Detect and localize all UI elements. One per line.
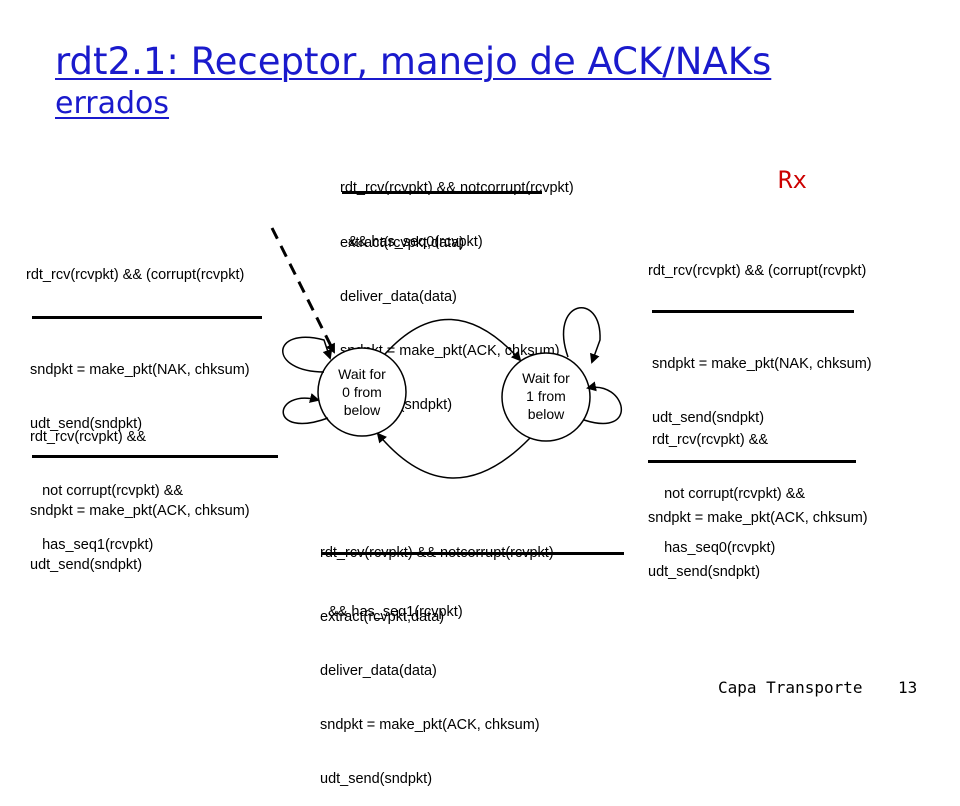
rx-label: Rx — [778, 166, 807, 194]
left-corrupt-action: sndpkt = make_pkt(NAK, chksum) udt_send(… — [30, 325, 250, 451]
right-seq0-event-line3: has_seq0(rcvpkt) — [652, 540, 776, 556]
footer-section: Capa Transporte — [718, 678, 863, 697]
left-corrupt-event: rdt_rcv(rcvpkt) && (corrupt(rcvpkt) — [26, 267, 245, 283]
right-seq0-action-line1: sndpkt = make_pkt(ACK, chksum) — [648, 510, 868, 526]
left-corrupt-divider — [32, 316, 262, 319]
right-seq0-event: rdt_rcv(rcvpkt) && not corrupt(rcvpkt) &… — [652, 395, 805, 575]
left-seq1-event: rdt_rcv(rcvpkt) && not corrupt(rcvpkt) &… — [30, 392, 183, 572]
initial-state-arrow — [270, 227, 336, 354]
left-corrupt-action-line2: udt_send(sndpkt) — [30, 416, 143, 432]
state-wait-0-line1: Wait for — [338, 366, 386, 382]
left-seq1-event-line2: not corrupt(rcvpkt) && — [30, 483, 184, 499]
bottom-divider — [322, 552, 624, 555]
top-action-line1: extract(rcvpkt,data) — [340, 235, 465, 251]
slide-title-line1: rdt2.1: Receptor, manejo de ACK/NAKs — [55, 40, 772, 83]
right-corrupt-action: sndpkt = make_pkt(NAK, chksum) udt_send(… — [652, 319, 872, 445]
right-seq0-action: sndpkt = make_pkt(ACK, chksum) udt_send(… — [648, 473, 868, 599]
self-loop-1-seq0 — [583, 381, 623, 425]
right-seq0-action-line2: udt_send(sndpkt) — [648, 564, 761, 580]
top-action-line2: deliver_data(data) — [340, 289, 457, 305]
right-corrupt-action-line2: udt_send(sndpkt) — [652, 410, 765, 426]
right-corrupt-divider — [652, 310, 854, 313]
left-seq1-action: sndpkt = make_pkt(ACK, chksum) udt_send(… — [30, 466, 250, 592]
state-wait-0-circle — [317, 347, 407, 437]
state-wait-1-circle — [501, 352, 591, 442]
bottom-action-line1: extract(rcvpkt,data) — [320, 609, 445, 625]
bottom-action-line2: deliver_data(data) — [320, 663, 437, 679]
self-loop-1-corrupt — [562, 307, 601, 364]
fsm-diagram: Wait for 0 from below Wait for 1 from be… — [270, 227, 623, 479]
right-corrupt-event: rdt_rcv(rcvpkt) && (corrupt(rcvpkt) — [648, 263, 867, 279]
slide-title-line2: errados — [55, 86, 170, 122]
left-seq1-action-line2: udt_send(sndpkt) — [30, 557, 143, 573]
bottom-action-line4: udt_send(sndpkt) — [320, 771, 433, 787]
right-corrupt-action-line1: sndpkt = make_pkt(NAK, chksum) — [652, 356, 872, 372]
page-number: 13 — [898, 678, 918, 697]
state-wait-1-line1: Wait for — [522, 370, 570, 386]
edge-1-to-0 — [376, 432, 531, 479]
self-loop-0-corrupt — [282, 336, 333, 373]
top-divider — [342, 191, 542, 194]
left-seq1-event-line1: rdt_rcv(rcvpkt) && — [30, 429, 147, 445]
left-corrupt-action-line1: sndpkt = make_pkt(NAK, chksum) — [30, 362, 250, 378]
left-seq1-action-line1: sndpkt = make_pkt(ACK, chksum) — [30, 503, 250, 519]
self-loop-0-seq1 — [282, 393, 329, 425]
state-wait-1-line2: 1 from — [526, 388, 566, 404]
right-seq0-event-line2: not corrupt(rcvpkt) && — [652, 486, 806, 502]
bottom-event-line2: && has_seq1(rcvpkt) — [320, 604, 463, 620]
state-wait-1-line3: below — [528, 406, 565, 422]
state-wait-0-line3: below — [344, 402, 381, 418]
state-wait-0-line2: 0 from — [342, 384, 382, 400]
right-seq0-divider — [648, 460, 856, 463]
top-event-line2: && has_seq0(rcvpkt) — [340, 234, 483, 250]
slide-title: rdt2.1: Receptor, manejo de ACK/NAKs err… — [55, 40, 935, 122]
left-seq1-divider — [32, 455, 278, 458]
state-wait-0: Wait for 0 from below — [317, 347, 407, 437]
edge-0-to-1 — [384, 318, 522, 362]
left-seq1-event-line3: has_seq1(rcvpkt) — [30, 537, 154, 553]
state-wait-1: Wait for 1 from below — [501, 352, 591, 442]
right-seq0-event-line1: rdt_rcv(rcvpkt) && — [652, 432, 769, 448]
